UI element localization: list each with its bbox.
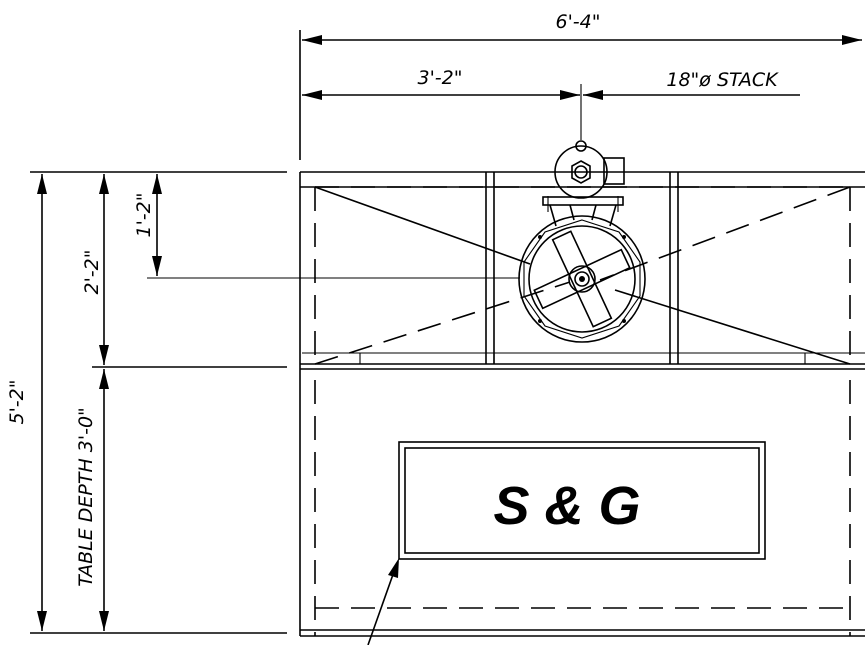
- stack-label: 18"ø STACK: [666, 69, 779, 91]
- table-depth-dimension: TABLE DEPTH 3'-0": [75, 369, 109, 631]
- nameplate-logo-text: S & G: [493, 476, 640, 536]
- hidden-table-lines: [314, 380, 851, 636]
- overall-width-dimension: 6'-4": [299, 11, 862, 160]
- nameplate: S & G: [398, 441, 766, 560]
- nameplate-leader: [367, 558, 399, 645]
- overall-depth-label: 5'-2": [6, 380, 28, 425]
- hood-diagonals: [314, 186, 851, 365]
- fan-motor: [554, 140, 625, 199]
- fan-offset-label: 1'-2": [133, 193, 155, 238]
- table-depth-label: TABLE DEPTH 3'-0": [75, 407, 97, 587]
- motor-bracket: [542, 196, 624, 227]
- stack-callout: 18"ø STACK: [583, 69, 800, 100]
- hood-depth-label: 2'-2": [81, 250, 103, 295]
- overall-depth-dimension: 5'-2": [6, 174, 47, 631]
- half-width-dimension: 3'-2": [302, 67, 580, 100]
- frame-outline: [299, 171, 865, 637]
- fan-offset-dimension: 1'-2": [133, 174, 162, 276]
- overall-width-label: 6'-4": [556, 11, 601, 33]
- exhaust-fan: [518, 215, 646, 343]
- hidden-hood-lines: [314, 186, 851, 365]
- hood-depth-dimension: 2'-2": [81, 174, 109, 365]
- half-width-label: 3'-2": [418, 67, 463, 89]
